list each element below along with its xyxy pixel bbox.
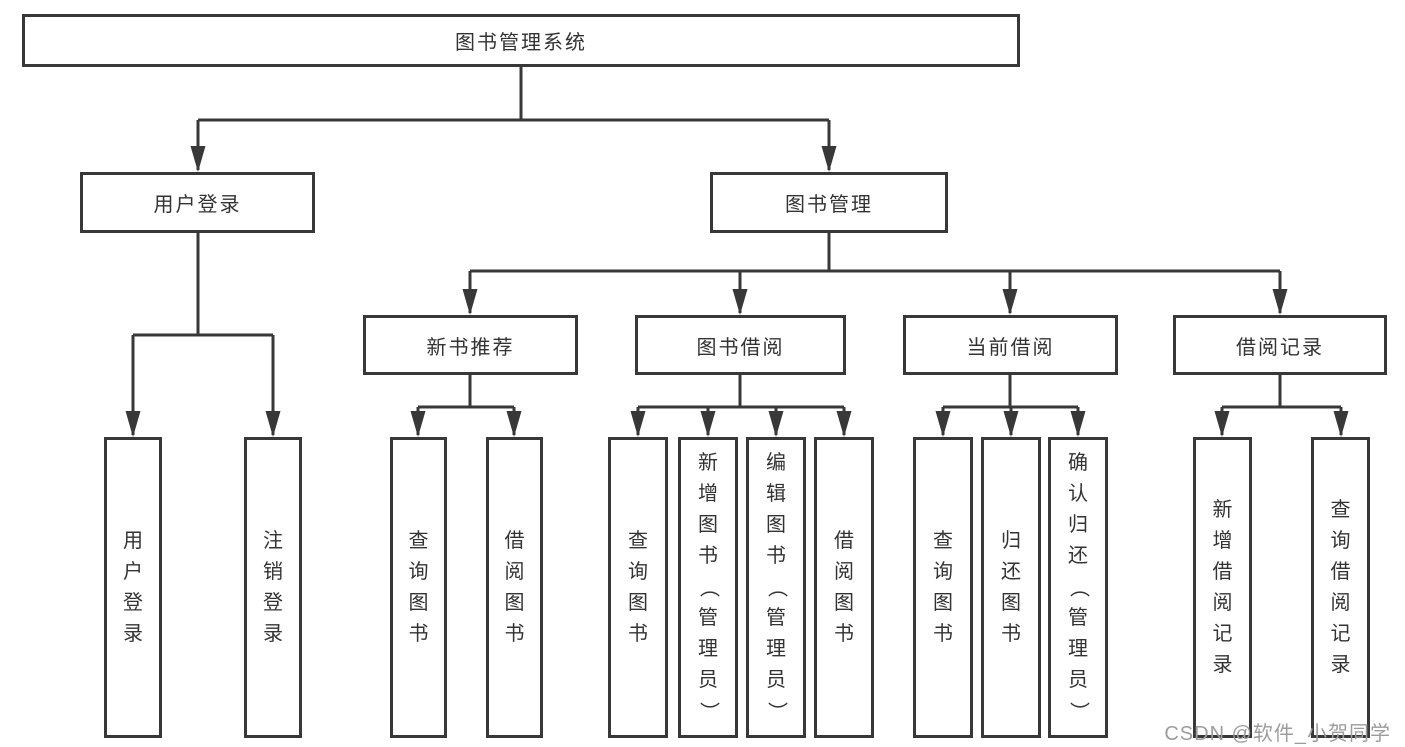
node-system-root: 图书管理系统 bbox=[22, 14, 1020, 67]
node-label: 图书管理 bbox=[785, 194, 873, 216]
arrow-down-icon bbox=[1003, 411, 1019, 437]
arrow-down-icon bbox=[125, 411, 141, 437]
arrow-down-icon bbox=[506, 411, 522, 437]
node-book-management: 图书管理 bbox=[710, 172, 948, 233]
csdn-watermark: CSDN @软件_小贺同学 bbox=[1164, 723, 1391, 745]
arrow-down-icon bbox=[700, 411, 716, 437]
node-leaf-borrow-book-1: 借阅图书 bbox=[486, 437, 543, 738]
arrow-down-icon bbox=[265, 411, 281, 437]
node-current-borrow: 当前借阅 bbox=[903, 315, 1118, 375]
arrow-down-icon bbox=[935, 411, 951, 437]
node-leaf-edit-book-admin: 编辑图书（管理员） bbox=[746, 437, 806, 738]
node-label: 借阅记录 bbox=[1236, 336, 1324, 359]
node-label: 图书管理系统 bbox=[455, 32, 587, 54]
node-label: 新书推荐 bbox=[426, 336, 515, 359]
node-user-login-group: 用户登录 bbox=[80, 172, 315, 233]
arrow-down-icon bbox=[821, 146, 837, 172]
node-label: 归还图书 bbox=[1001, 529, 1021, 645]
node-label: 用户登录 bbox=[153, 194, 242, 216]
node-label: 用户登录 bbox=[123, 529, 143, 645]
node-label: 图书借阅 bbox=[696, 336, 785, 359]
connector-paths bbox=[131, 67, 1343, 435]
node-label: 编辑图书（管理员） bbox=[765, 452, 788, 722]
arrow-down-icon bbox=[1214, 411, 1230, 437]
node-label: 借阅图书 bbox=[504, 529, 525, 645]
node-leaf-return-book: 归还图书 bbox=[981, 437, 1041, 738]
arrow-down-icon bbox=[1070, 411, 1086, 437]
arrow-down-icon bbox=[630, 411, 646, 437]
node-leaf-query-borrow-record: 查询借阅记录 bbox=[1311, 437, 1370, 738]
arrow-down-icon bbox=[768, 411, 784, 437]
node-label: 确认归还（管理员） bbox=[1067, 452, 1090, 722]
arrow-down-icon bbox=[190, 146, 206, 172]
node-leaf-query-book-3: 查询图书 bbox=[913, 437, 973, 738]
node-leaf-logout: 注销登录 bbox=[244, 437, 302, 738]
node-leaf-user-login: 用户登录 bbox=[104, 437, 162, 738]
node-leaf-add-borrow-record: 新增借阅记录 bbox=[1193, 437, 1252, 738]
arrow-down-icon bbox=[732, 289, 748, 315]
arrow-down-icon bbox=[1333, 411, 1349, 437]
node-book-borrow: 图书借阅 bbox=[635, 315, 846, 375]
arrow-down-icon bbox=[462, 289, 478, 315]
node-label: 新增借阅记录 bbox=[1212, 498, 1233, 676]
node-label: 新增图书（管理员） bbox=[697, 452, 720, 722]
node-leaf-add-book-admin: 新增图书（管理员） bbox=[678, 437, 738, 738]
node-borrow-records: 借阅记录 bbox=[1173, 315, 1387, 375]
arrow-down-icon bbox=[1272, 289, 1288, 315]
node-leaf-confirm-return-admin: 确认归还（管理员） bbox=[1048, 437, 1108, 738]
node-leaf-borrow-book-2: 借阅图书 bbox=[814, 437, 874, 738]
node-label: 当前借阅 bbox=[966, 336, 1055, 359]
node-leaf-query-book-2: 查询图书 bbox=[608, 437, 668, 738]
node-label: 查询图书 bbox=[628, 529, 648, 645]
node-label: 查询借阅记录 bbox=[1330, 498, 1351, 676]
node-label: 查询图书 bbox=[408, 529, 429, 645]
node-new-book-recommend: 新书推荐 bbox=[363, 315, 578, 375]
arrow-down-icon bbox=[1002, 289, 1018, 315]
node-leaf-query-book-1: 查询图书 bbox=[390, 437, 447, 738]
arrow-down-icon bbox=[836, 411, 852, 437]
node-label: 查询图书 bbox=[933, 529, 953, 645]
node-label: 借阅图书 bbox=[834, 529, 854, 645]
node-label: 注销登录 bbox=[263, 529, 283, 645]
arrow-down-icon bbox=[410, 411, 426, 437]
